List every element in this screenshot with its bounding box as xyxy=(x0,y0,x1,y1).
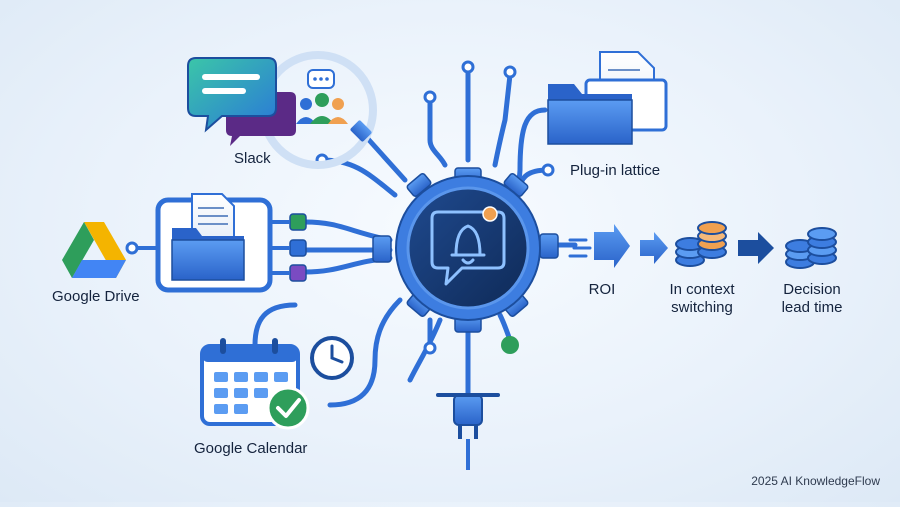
plug-icon xyxy=(436,393,500,470)
arrow-icon xyxy=(640,232,668,264)
arrow-icon xyxy=(738,232,774,264)
chat-bell-icon xyxy=(430,210,506,286)
circuit-traces xyxy=(252,60,578,408)
google-drive-group xyxy=(62,193,307,293)
google-drive-icon xyxy=(62,222,126,278)
trace-calendar xyxy=(327,297,403,408)
folder-icon xyxy=(171,228,245,281)
notification-dot xyxy=(482,206,498,222)
label-plugin-lattice: Plug-in lattice xyxy=(570,162,661,179)
status-dot-green xyxy=(501,336,519,354)
trace-node xyxy=(503,65,517,79)
label-decision-lead-time: Decision lead time xyxy=(781,281,843,316)
trace-node xyxy=(461,60,475,74)
label-google-calendar: Google Calendar xyxy=(194,440,308,457)
arrow-icon xyxy=(568,224,630,268)
trace-top-3 xyxy=(492,72,513,168)
central-hub xyxy=(372,167,559,333)
document-icon xyxy=(191,193,235,247)
label-context-switching: In context switching xyxy=(669,281,735,316)
trace-node xyxy=(541,163,555,177)
label-roi: ROI xyxy=(588,281,616,298)
port-squares xyxy=(289,213,307,282)
google-calendar-group xyxy=(200,336,354,430)
output-flow xyxy=(568,221,837,269)
check-icon xyxy=(266,386,310,430)
hub-pad-right xyxy=(539,233,559,259)
label-slack: Slack xyxy=(234,150,271,167)
team-icon xyxy=(296,69,348,124)
trace-node xyxy=(423,90,437,104)
plugin-lattice-group xyxy=(547,51,668,145)
trace-node xyxy=(423,341,437,355)
slack-connector xyxy=(350,120,372,142)
clock-icon xyxy=(310,336,354,380)
hub-core xyxy=(406,186,530,310)
slack-group xyxy=(187,51,377,169)
hub-pad-left xyxy=(372,235,392,263)
slack-chat-icon xyxy=(187,57,296,146)
label-google-drive: Google Drive xyxy=(52,288,140,305)
footer-credit: 2025 AI KnowledgeFlow xyxy=(751,474,880,488)
coin-stack-icon xyxy=(675,221,727,267)
trace-top-1 xyxy=(427,97,448,168)
coin-stack-icon xyxy=(785,227,837,269)
folder-icon xyxy=(547,84,633,145)
